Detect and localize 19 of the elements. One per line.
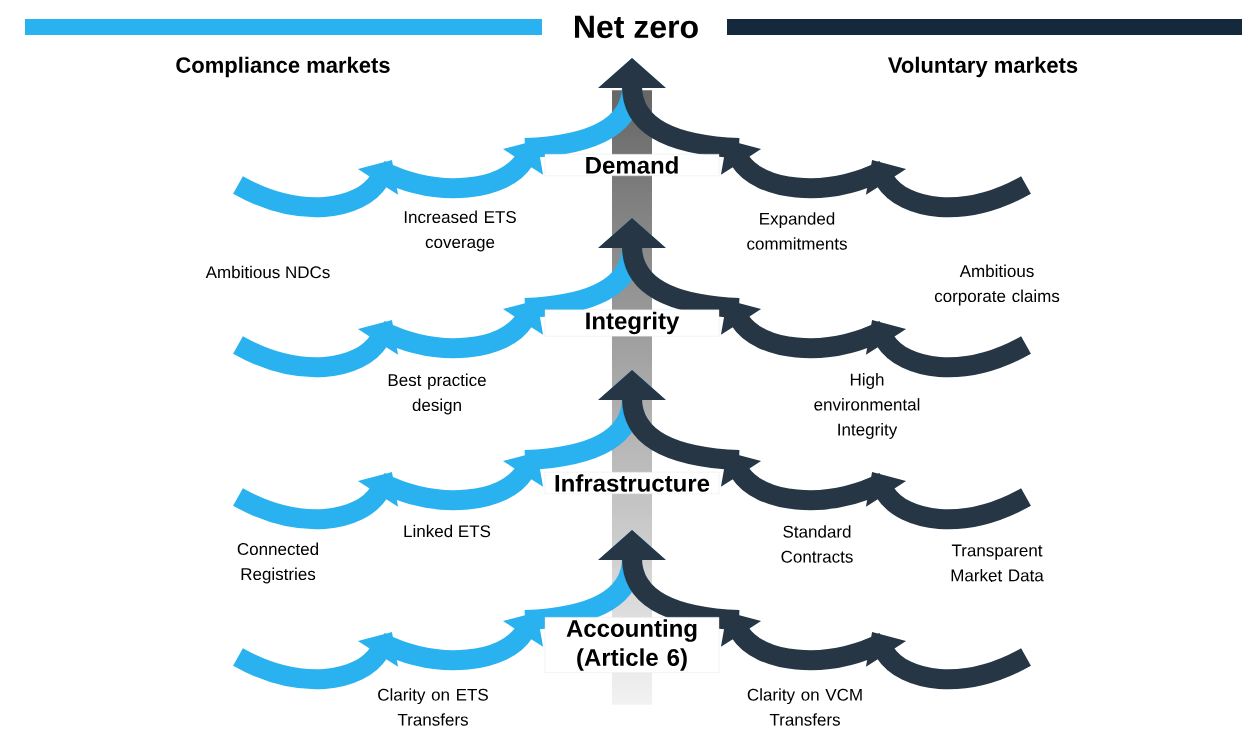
step-label: Ambitious corporate claims [934, 264, 1060, 306]
step-label: Clarity on VCM Transfers [747, 688, 862, 726]
level-label: Infrastructure [544, 472, 720, 494]
step-label: Ambitious NDCs [205, 265, 330, 279]
column-heading: Voluntary markets [888, 56, 1078, 78]
step-label: Best practice design [388, 373, 486, 415]
step-label: Connected Registries [237, 542, 318, 584]
step-label: High environmental Integrity [814, 373, 920, 439]
step-label: Linked ETS [404, 524, 491, 538]
step-label: Transparent Market Data [951, 544, 1044, 582]
step-label: Increased ETS coverage [404, 210, 516, 252]
step-label: Standard Contracts [781, 525, 853, 563]
step-label: Expanded commitments [747, 212, 847, 250]
title: Net zero [569, 12, 703, 42]
step-label: Clarity on ETS Transfers [378, 688, 488, 726]
level-label: Integrity [544, 309, 720, 337]
level-label: Demand [544, 154, 720, 176]
level-label: Accounting (Article 6) [544, 617, 720, 673]
column-heading: Compliance markets [176, 56, 390, 78]
